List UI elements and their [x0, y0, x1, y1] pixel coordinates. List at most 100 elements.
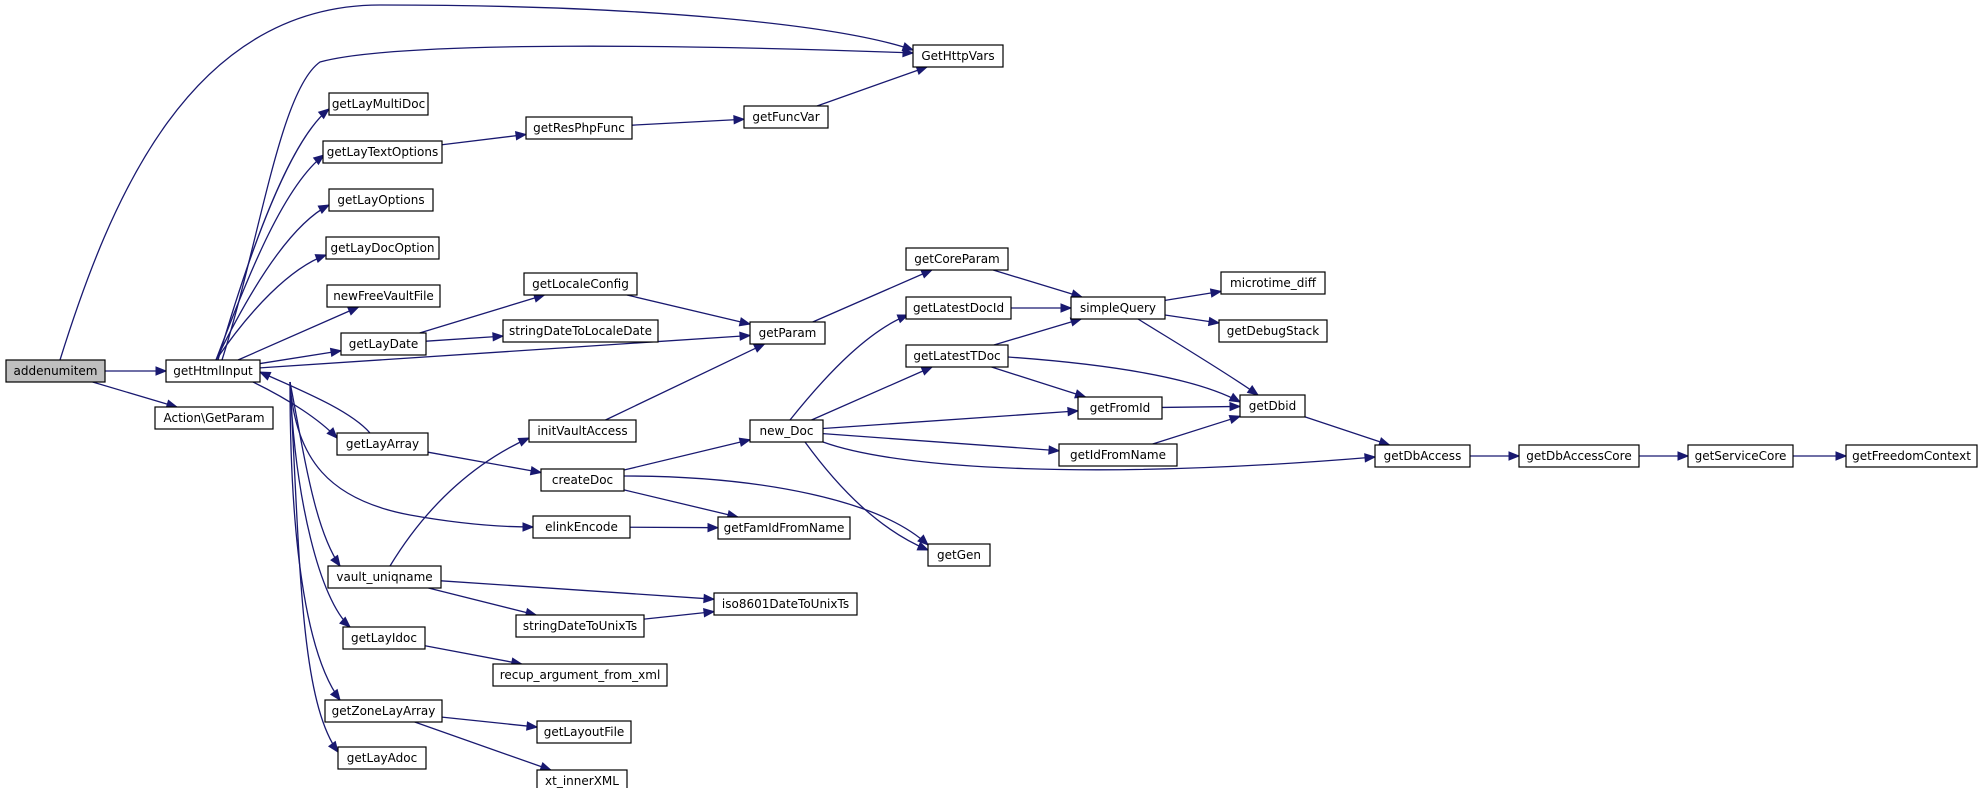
edge-getLayArray-to-getHtmlInput	[258, 371, 371, 434]
edge-line	[441, 133, 527, 146]
edge-line	[643, 611, 715, 620]
edge-line	[789, 314, 909, 421]
edge-getDbid-to-getDbAccess	[1304, 416, 1391, 447]
node-label: Action\GetParam	[163, 411, 264, 425]
node-addenumitem[interactable]: addenumitem	[5, 359, 106, 383]
node-getLayArray[interactable]: getLayArray	[336, 432, 429, 456]
node-label: getLayArray	[346, 437, 419, 451]
edge-line	[259, 371, 371, 434]
node-vault_uniqname[interactable]: vault_uniqname	[327, 565, 442, 589]
node-getFamIdFromName[interactable]: getFamIdFromName	[717, 516, 851, 540]
node-label: getParam	[759, 326, 817, 340]
node-getDbAccess[interactable]: getDbAccess	[1374, 444, 1471, 468]
node-ActionGetParam[interactable]: Action\GetParam	[154, 406, 274, 430]
node-GetHttpVars[interactable]: GetHttpVars	[912, 44, 1004, 68]
edge-getFuncVar-to-GetHttpVars	[816, 66, 929, 107]
node-box	[905, 247, 1009, 271]
node-box	[525, 116, 633, 140]
node-label: getHtmlInput	[173, 364, 253, 378]
edge-getHtmlInput-to-getLayOptions	[215, 204, 331, 361]
edge-line	[215, 154, 325, 361]
edge-arrowhead	[739, 331, 752, 341]
edge-line	[92, 381, 178, 408]
node-getCoreParam[interactable]: getCoreParam	[905, 247, 1009, 271]
node-getFuncVar[interactable]: getFuncVar	[743, 105, 829, 129]
node-getFreedomContext[interactable]: getFreedomContext	[1845, 444, 1978, 468]
node-getLayAdoc[interactable]: getLayAdoc	[337, 746, 427, 770]
edge-new_Doc-to-getDbAccess	[822, 441, 1377, 471]
node-getLayDate[interactable]: getLayDate	[340, 332, 427, 356]
node-getDbid[interactable]: getDbid	[1239, 394, 1306, 418]
node-box	[154, 406, 274, 430]
edge-arrowhead	[339, 616, 352, 628]
node-initVaultAccess[interactable]: initVaultAccess	[528, 419, 637, 443]
edge-getHtmlInput-to-getZoneLayArray	[289, 381, 341, 702]
edge-getHtmlInput-to-getLayIdoc	[289, 381, 352, 628]
node-label: getLayOptions	[337, 193, 424, 207]
node-newFreeVaultFile[interactable]: newFreeVaultFile	[326, 284, 441, 308]
node-microtime_diff[interactable]: microtime_diff	[1220, 271, 1326, 295]
edge-getHtmlInput-to-getLayDate	[259, 347, 343, 365]
node-getDebugStack[interactable]: getDebugStack	[1218, 319, 1328, 343]
node-getLatestTDoc[interactable]: getLatestTDoc	[905, 344, 1009, 368]
edge-arrowhead	[738, 437, 752, 447]
node-getLayDocOption[interactable]: getLayDocOption	[325, 236, 440, 260]
node-label: getFuncVar	[752, 110, 819, 124]
edge-line	[59, 4, 914, 361]
edge-arrowhead	[517, 437, 531, 447]
node-getLayIdoc[interactable]: getLayIdoc	[342, 626, 426, 650]
node-getResPhpFunc[interactable]: getResPhpFunc	[525, 116, 633, 140]
node-getDbAccessCore[interactable]: getDbAccessCore	[1518, 444, 1640, 468]
node-box	[1687, 444, 1794, 468]
node-xt_innerXML[interactable]: xt_innerXML	[536, 769, 628, 788]
edge-new_Doc-to-getLatestDocId	[789, 314, 910, 421]
node-label: getLocaleConfig	[532, 277, 629, 291]
edge-getHtmlInput-to-getLayAdoc	[289, 381, 339, 754]
node-getGen[interactable]: getGen	[927, 543, 991, 567]
node-getLayMultiDoc[interactable]: getLayMultiDoc	[328, 92, 429, 116]
node-getServiceCore[interactable]: getServiceCore	[1687, 444, 1794, 468]
edge-vault_uniqname-to-iso8601DateToUnixTs	[440, 580, 716, 604]
node-getLayoutFile[interactable]: getLayoutFile	[536, 720, 632, 744]
edge-getHtmlInput-to-getLayTextOptions	[215, 154, 326, 361]
node-getLayTextOptions[interactable]: getLayTextOptions	[322, 140, 443, 164]
edge-arrowhead	[329, 688, 341, 702]
node-getIdFromName[interactable]: getIdFromName	[1058, 443, 1178, 467]
node-stringDateToUnixTs[interactable]: stringDateToUnixTs	[515, 614, 645, 638]
node-new_Doc[interactable]: new_Doc	[749, 419, 824, 443]
node-iso8601DateToUnixTs[interactable]: iso8601DateToUnixTs	[713, 592, 858, 616]
edge-arrowhead	[317, 108, 331, 120]
node-label: getLayoutFile	[544, 725, 625, 739]
node-getHtmlInput[interactable]: getHtmlInput	[165, 359, 261, 383]
node-getZoneLayArray[interactable]: getZoneLayArray	[324, 699, 443, 723]
node-getFromId[interactable]: getFromId	[1077, 396, 1163, 420]
edge-arrowhead	[703, 593, 716, 604]
node-box	[340, 332, 427, 356]
edge-createDoc-to-getFamIdFromName	[623, 489, 740, 520]
node-getLocaleConfig[interactable]: getLocaleConfig	[523, 272, 638, 296]
node-box	[536, 720, 632, 744]
node-getLayOptions[interactable]: getLayOptions	[328, 188, 434, 212]
node-stringDateToLocaleDate[interactable]: stringDateToLocaleDate	[502, 319, 659, 343]
node-label: getResPhpFunc	[533, 121, 625, 135]
node-elinkEncode[interactable]: elinkEncode	[532, 515, 631, 539]
node-box	[749, 419, 824, 443]
node-createDoc[interactable]: createDoc	[540, 468, 625, 492]
edge-arrowhead	[916, 541, 930, 551]
node-getParam[interactable]: getParam	[749, 321, 826, 345]
edge-arrowhead	[915, 66, 929, 75]
node-box	[336, 432, 429, 456]
node-recup_argument_from_xml[interactable]: recup_argument_from_xml	[492, 663, 668, 687]
node-simpleQuery[interactable]: simpleQuery	[1070, 296, 1166, 320]
node-getLatestDocId[interactable]: getLatestDocId	[905, 296, 1012, 320]
node-box	[322, 140, 443, 164]
edge-getLayDate-to-stringDateToLocaleDate	[425, 332, 505, 342]
node-box	[1058, 443, 1178, 467]
node-label: getLayAdoc	[347, 751, 417, 765]
edge-line	[811, 366, 933, 421]
edge-arrowhead	[1209, 288, 1223, 298]
edge-getResPhpFunc-to-getFuncVar	[631, 115, 746, 126]
edge-arrowhead	[1835, 451, 1848, 461]
edge-new_Doc-to-getGen	[804, 441, 930, 551]
node-box	[523, 272, 638, 296]
